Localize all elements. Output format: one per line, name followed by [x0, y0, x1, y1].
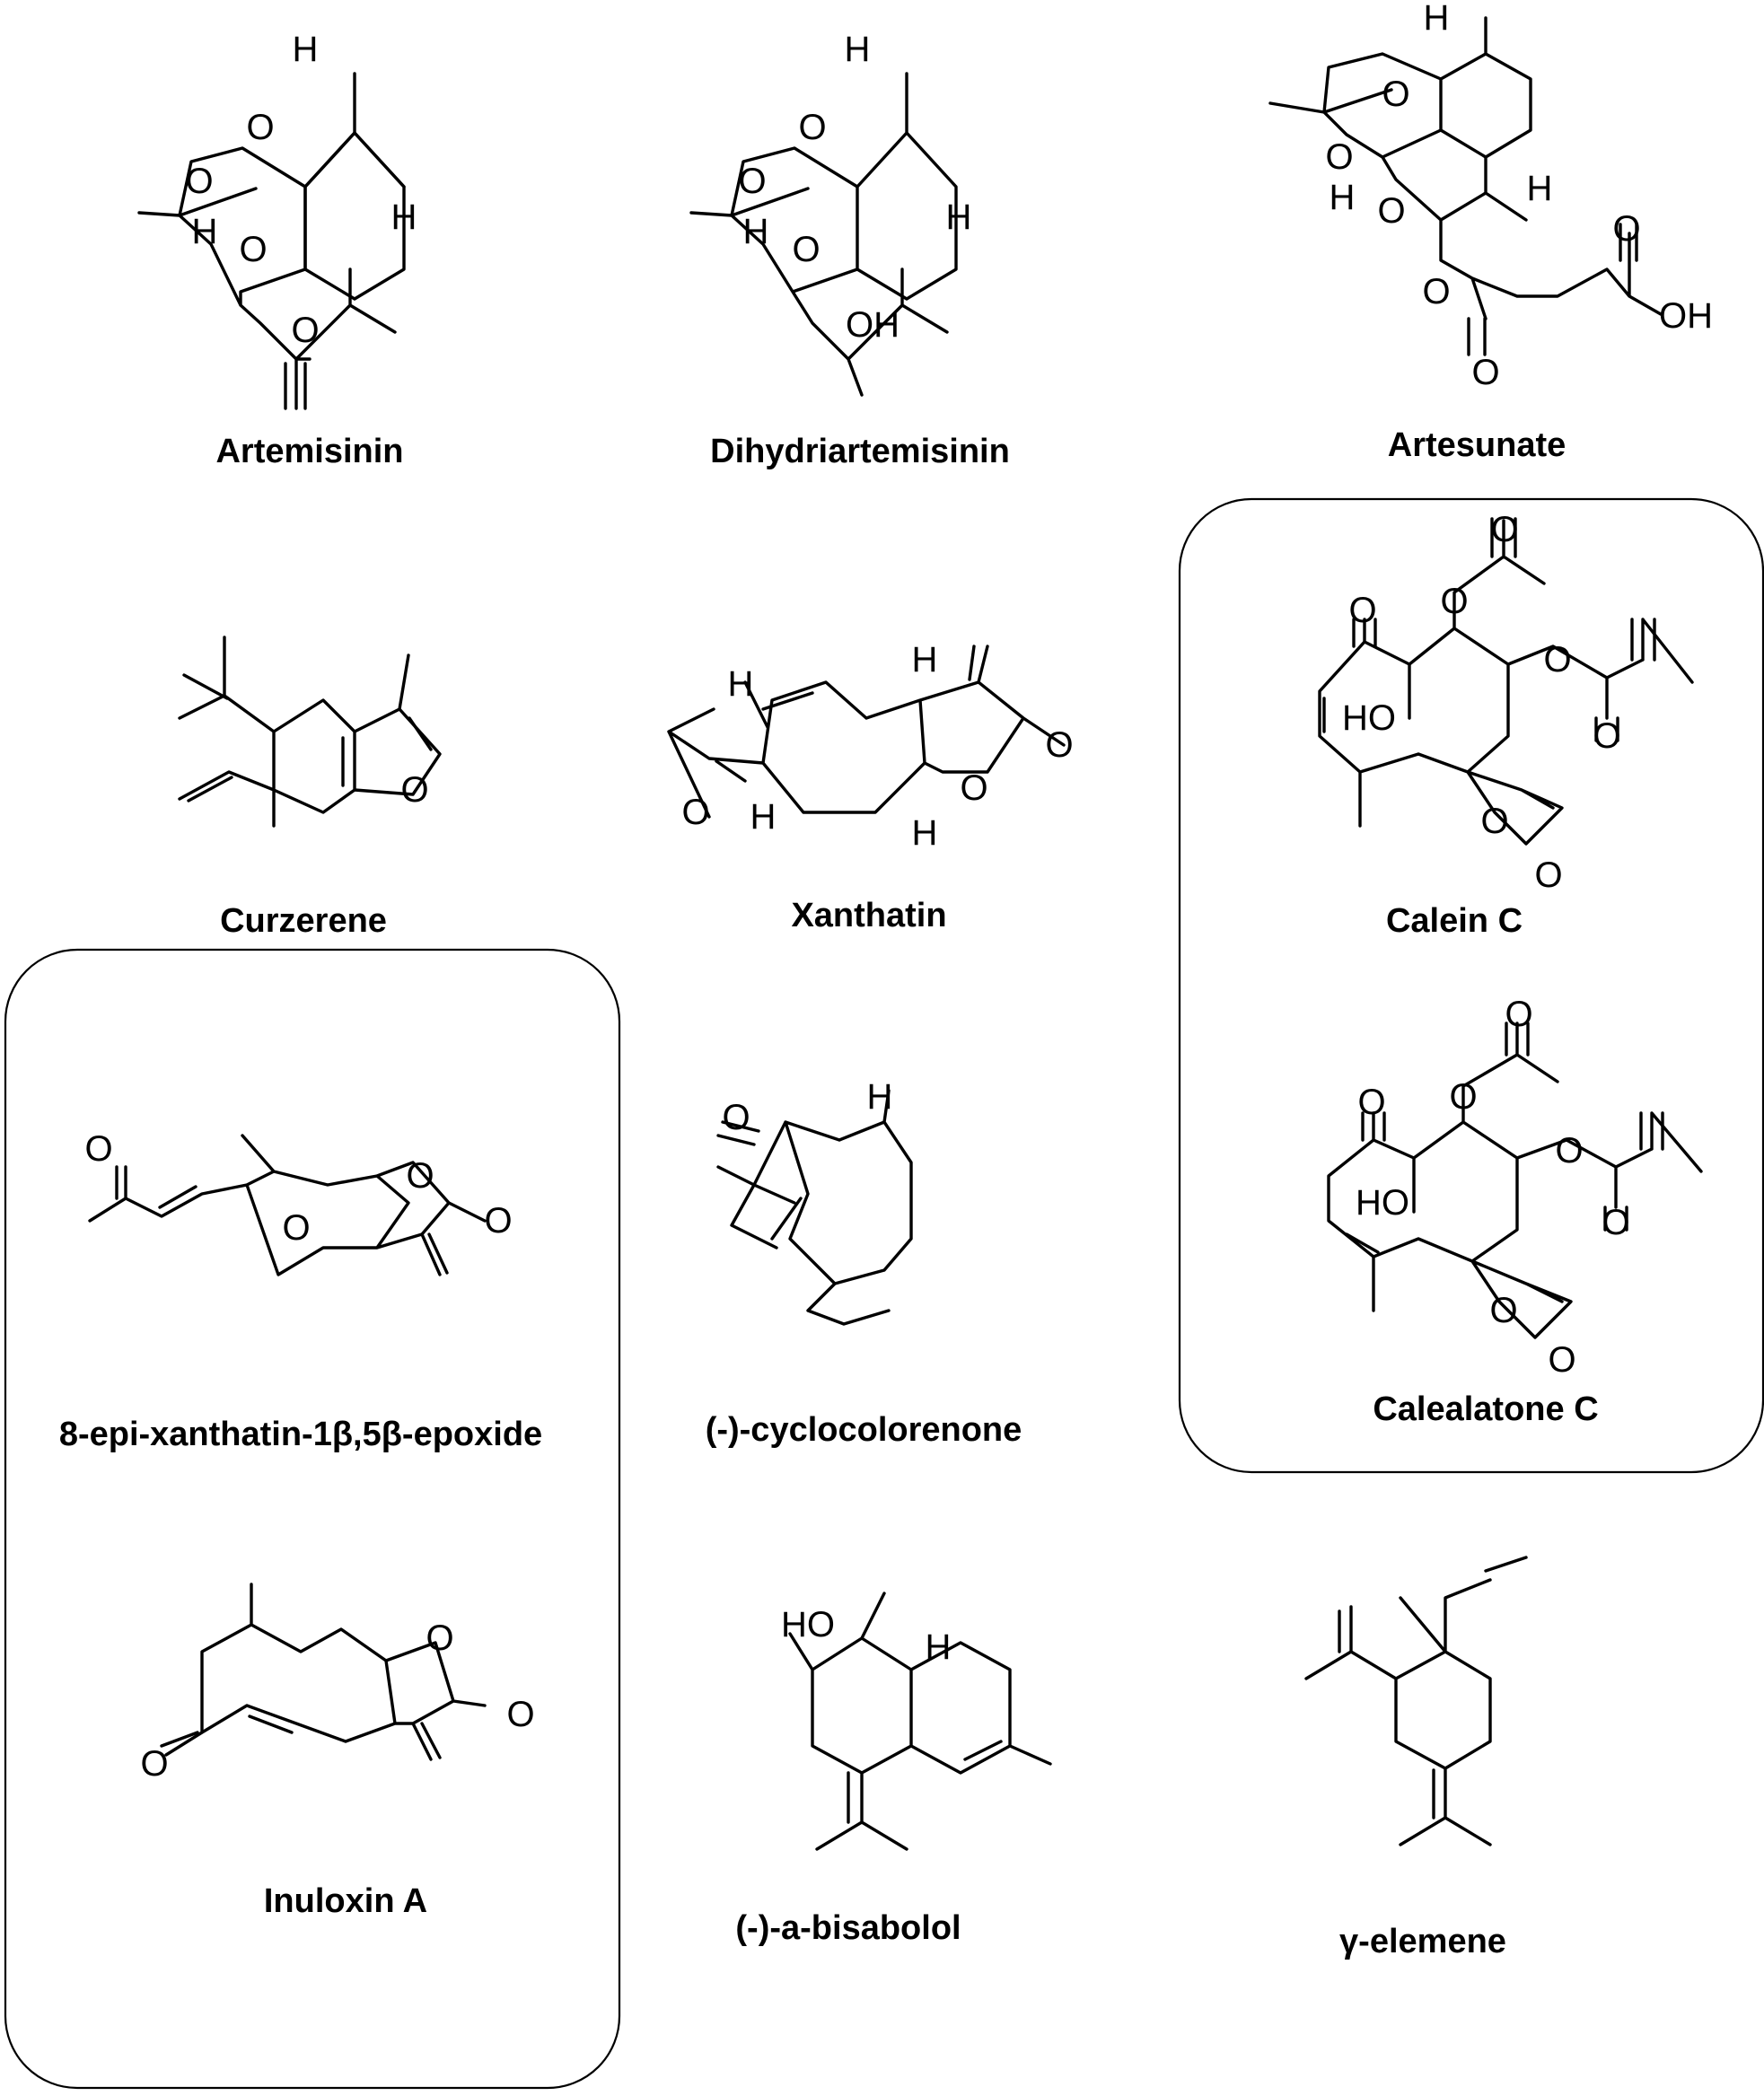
atom-H: H: [293, 30, 319, 69]
compound-name-cyclocolorenone: (-)-cyclocolorenone: [706, 1411, 1022, 1449]
compound-name-inuloxin-a: Inuloxin A: [264, 1882, 427, 1920]
atom-O: O: [282, 1208, 310, 1248]
atom-O: O: [1377, 191, 1405, 231]
atom-H: H: [912, 813, 938, 853]
atom-O: O: [185, 162, 213, 201]
structure-artesunate: H O O H O H O O O OH: [1268, 0, 1713, 392]
atom-O: O: [1471, 353, 1499, 392]
atom-O: O: [400, 770, 428, 810]
atom-O: O: [722, 1098, 750, 1137]
structure-xanthatin: H H O O O H H: [667, 640, 1074, 853]
atom-O: O: [506, 1695, 534, 1734]
atom-O: O: [1489, 1291, 1517, 1330]
atom-H: H: [750, 797, 777, 837]
atom-O: O: [1422, 272, 1450, 311]
atom-O: O: [239, 230, 267, 269]
atom-HO: HO: [1356, 1183, 1409, 1223]
atom-O: O: [1348, 591, 1376, 630]
atom-O: O: [1602, 1203, 1629, 1242]
compound-name-artesunate: Artesunate: [1388, 426, 1567, 464]
atom-H: H: [1330, 178, 1356, 217]
atom-O: O: [1534, 855, 1562, 895]
structure-inuloxin-a: O O O: [140, 1583, 535, 1784]
atom-O: O: [1548, 1340, 1575, 1380]
atom-HO: HO: [781, 1605, 835, 1644]
atom-H: H: [845, 30, 871, 69]
compound-name-xanthatin: Xanthatin: [791, 897, 946, 934]
atom-O: O: [1440, 582, 1468, 621]
atom-H: H: [1424, 0, 1450, 38]
structure-calealatone-c: O O O O HO O O O: [1327, 995, 1703, 1380]
atom-O: O: [246, 108, 274, 147]
compound-name-elemene: γ-elemene: [1339, 1923, 1506, 1960]
compound-name-bisabolol: (-)-a-bisabolol: [735, 1909, 961, 1947]
atom-O: O: [1543, 640, 1571, 680]
group-box-right: [1178, 497, 1764, 1474]
atom-H: H: [1527, 169, 1553, 208]
atom-OH: OH: [846, 305, 900, 345]
compound-name-artemisinin: Artemisinin: [215, 433, 403, 470]
atom-O: O: [798, 108, 826, 147]
atom-O: O: [792, 230, 820, 269]
structure-bisabolol: HO H: [781, 1592, 1052, 1851]
structure-cyclocolorenone: O H: [716, 1077, 913, 1326]
structure-dihydroartemisinin: H O O H O H OH: [689, 30, 972, 397]
compound-name-curzerene: Curzerene: [220, 902, 387, 940]
structure-epoxide: O O O O: [84, 1129, 513, 1276]
atom-O: O: [681, 793, 709, 832]
atom-O: O: [291, 311, 319, 350]
atom-H: H: [867, 1077, 893, 1117]
group-box-left: [4, 948, 621, 2090]
compound-name-epoxide: 8-epi-xanthatin-1β,5β-epoxide: [59, 1416, 542, 1453]
atom-O: O: [1593, 716, 1620, 756]
atom-H: H: [728, 664, 754, 704]
compound-name-dihydroartemisinin: Dihydriartemisinin: [710, 433, 1010, 470]
atom-H: H: [946, 197, 972, 237]
atom-O: O: [140, 1744, 168, 1784]
structure-calein-c: O O O O HO O O O: [1318, 510, 1694, 895]
atom-O: O: [84, 1129, 112, 1169]
atom-O: O: [1382, 75, 1409, 114]
atom-O: O: [1449, 1077, 1477, 1117]
atom-O: O: [1480, 802, 1508, 841]
atom-O: O: [484, 1201, 512, 1241]
atom-O: O: [426, 1618, 453, 1658]
atom-H: H: [391, 197, 417, 237]
atom-O: O: [1045, 725, 1073, 765]
atom-O: O: [1555, 1131, 1583, 1171]
atom-O: O: [960, 768, 987, 808]
atom-H: H: [912, 640, 938, 680]
atom-O: O: [1505, 995, 1532, 1034]
atom-O: O: [1357, 1083, 1385, 1122]
structure-artemisinin: H O O H O H O: [137, 30, 417, 410]
atom-O: O: [1490, 510, 1518, 549]
atom-O: O: [406, 1156, 434, 1196]
compound-name-calealatone-c: Calealatone C: [1373, 1390, 1598, 1428]
structure-curzerene: O: [178, 636, 442, 828]
compound-name-calein-c: Calein C: [1386, 902, 1523, 940]
atom-O: O: [1325, 137, 1353, 177]
atom-O: O: [1612, 209, 1640, 249]
atom-H: H: [743, 212, 769, 251]
structure-elemene: [1304, 1556, 1528, 1846]
atom-H: H: [926, 1627, 952, 1667]
atom-O: O: [738, 162, 766, 201]
atom-H: H: [192, 212, 218, 251]
atom-OH: OH: [1659, 296, 1713, 336]
atom-HO: HO: [1342, 698, 1396, 738]
